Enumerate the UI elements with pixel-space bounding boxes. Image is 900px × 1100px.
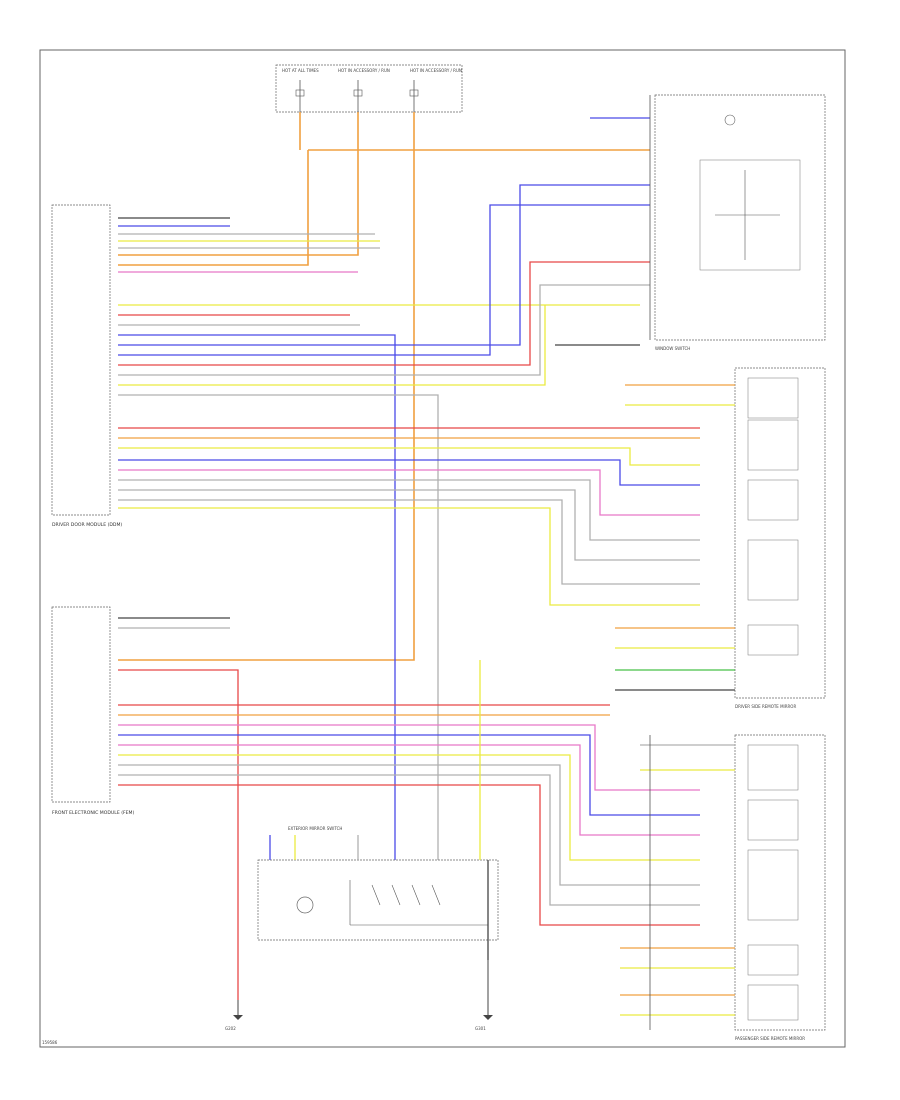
front-electronic-module: FRONT ELECTRONIC MODULE (FEM) xyxy=(51,606,134,816)
ddm-upper-wires xyxy=(118,217,380,273)
fuse-label-2: HOT IN ACCESSORY / RUN xyxy=(338,68,390,73)
passenger-mirror-label: PASSENGER SIDE REMOTE MIRROR xyxy=(735,1036,805,1041)
mirror-short-wires xyxy=(555,117,735,1016)
ground-right-label: G301 xyxy=(475,1026,486,1031)
fuse-label-3: HOT IN ACCESSORY / RUN xyxy=(410,68,462,73)
exterior-mirror-switch: EXTERIOR MIRROR SWITCH xyxy=(257,826,499,941)
switch-label: EXTERIOR MIRROR SWITCH xyxy=(288,826,342,831)
fuse-box: HOT AT ALL TIMES HOT IN ACCESSORY / RUN … xyxy=(275,64,463,113)
ground-left: G202 xyxy=(225,1000,243,1031)
window-switch-label: WINDOW SWITCH xyxy=(655,346,690,351)
diagram-frame xyxy=(39,49,846,1048)
fuse-label-1: HOT AT ALL TIMES xyxy=(282,68,319,73)
ddm-lower-wires xyxy=(118,427,700,606)
driver-side-mirror: DRIVER SIDE REMOTE MIRROR xyxy=(734,367,826,709)
switch-input-wires xyxy=(269,660,489,960)
ground-right: G301 xyxy=(475,960,493,1031)
fuse-feed-wires xyxy=(118,112,650,661)
window-switch: WINDOW SWITCH xyxy=(654,94,826,351)
fem-wires xyxy=(118,617,700,1000)
passenger-side-mirror: PASSENGER SIDE REMOTE MIRROR xyxy=(734,734,826,1041)
fem-label: FRONT ELECTRONIC MODULE (FEM) xyxy=(52,810,134,816)
driver-mirror-label: DRIVER SIDE REMOTE MIRROR xyxy=(735,704,796,709)
ddm-middle-wires xyxy=(118,184,650,860)
ground-left-label: G202 xyxy=(225,1026,236,1031)
diagram-footer: 159586 xyxy=(42,1040,58,1045)
driver-door-module: DRIVER DOOR MODULE (DDM) xyxy=(51,204,122,528)
ddm-label: DRIVER DOOR MODULE (DDM) xyxy=(52,522,122,528)
